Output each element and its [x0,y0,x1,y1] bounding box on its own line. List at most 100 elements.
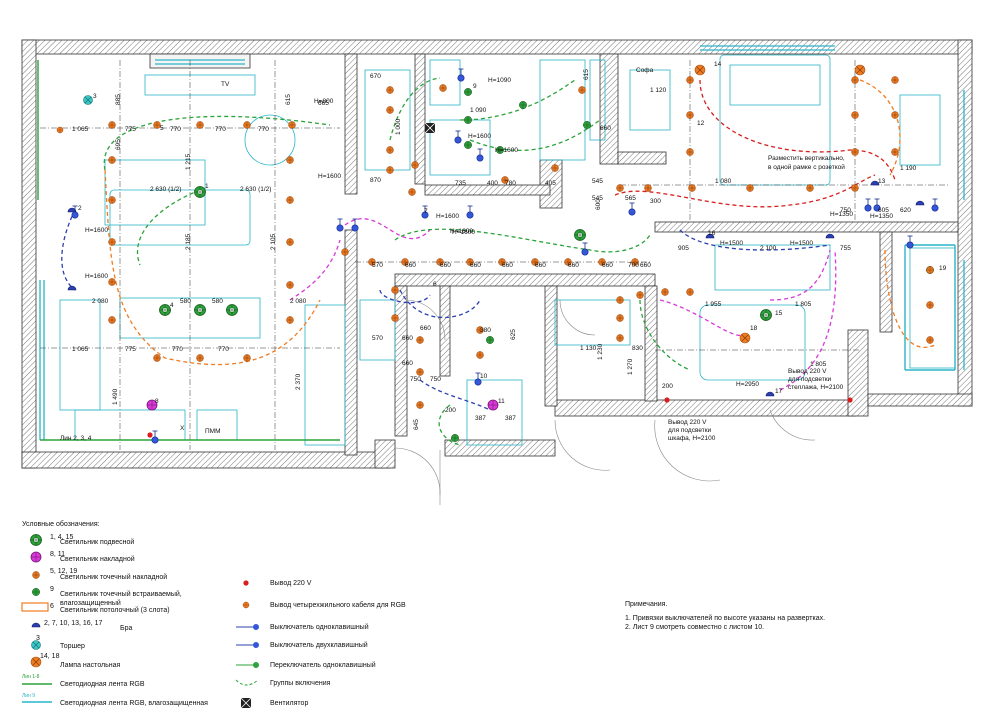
spot-light [196,121,204,129]
dim-labels-item: 387 [505,415,516,422]
dim-labels-item: 605 [878,207,889,214]
legend-num-2: 8, 11 [50,551,66,558]
dim-labels-item: 1 080 [715,178,732,185]
heights-labels-item: H=1600 [436,213,459,220]
spot-light [286,281,294,289]
spot-light [286,156,294,164]
spot-light [746,184,754,192]
pmm-label: ПММ [205,428,221,435]
dim-labels-item: 735 [455,180,466,187]
heights-labels-item: H=2950 [736,381,759,388]
fix-nums-item: 8 [155,398,159,405]
fix-nums-item: 14 [714,61,722,68]
strip-label: Лин 2, 3, 4 [60,435,92,442]
fix-nums-item: 12 [697,120,705,127]
spot-light [616,184,624,192]
fix-nums-item: 4 [170,302,174,309]
spot-light [108,278,116,286]
heights-labels-item: H=1500 [790,240,813,247]
spot-light [288,121,296,129]
spot-light [243,121,251,129]
dim-labels-item: 885 [115,94,122,105]
dim-labels-item: 645 [413,419,420,430]
fix-nums-item: 17 [775,388,783,395]
outlet-note-1c: шкафа, H=2100 [668,435,716,442]
spot-light [153,354,161,362]
legend-label-4: Светильник точечный встраиваемый, влагоз… [60,591,182,607]
spot-light [108,316,116,324]
spot-light [578,86,586,94]
heights-labels-item: H=1600 [450,228,473,235]
spot-light [416,368,424,376]
spot-light [386,166,394,174]
switch [454,130,462,144]
x-label: Х [180,425,185,432]
switch [457,68,465,82]
dim-labels-item: 660 [502,262,513,269]
spot-light [851,76,859,84]
legend2-outlet: Вывод 220 V [270,580,312,587]
dim-labels-item: 770 [218,346,229,353]
dim-labels-item: 300 [650,198,661,205]
surface-light [487,399,499,411]
dim-labels-item: 200 [662,383,673,390]
heights-labels-item: H=800 [314,98,334,105]
dim-labels-item: 665 [318,100,329,107]
spot-light [196,354,204,362]
legend-title: Условные обозначения: [22,521,100,528]
spot-light [926,266,934,274]
spot-light [616,314,624,322]
fix-nums-item: 16 [708,230,716,237]
dim-labels-item: 570 [372,335,383,342]
fix-nums-item: 18 [750,325,758,332]
spot-light [891,148,899,156]
spot-light [891,76,899,84]
dim-labels-item: 625 [510,329,517,340]
heights-labels-item: H=1600 [468,133,491,140]
dim-labels-item: 660 [420,325,431,332]
dim-labels-item: 1 490 [112,388,119,405]
switch [628,202,636,216]
dim-labels-item: 2 080 [290,298,307,305]
outlet-220 [147,432,153,438]
spot-light [851,148,859,156]
dim-labels-item: 750 [430,376,441,383]
dim-labels-item: 770 [170,126,181,133]
heights-labels-item: H=1350 [830,211,853,218]
legend-label-10: Светодиодная лента RGB, влагозащищенная [60,700,208,707]
dim-labels-item: 770 [172,346,183,353]
spot-light [108,121,116,129]
spot-light [391,314,399,322]
spot-light [616,296,624,304]
notes-line-1: 1. Привязки выключателей по высоте указа… [625,615,826,622]
dim-labels-item: 660 [402,335,413,342]
outlet-note-2a: Вывод 220 V [788,368,827,375]
fix-nums-item: 3 [93,93,97,100]
dim-labels-item: 1 065 [72,126,89,133]
legend2-groups: Группы включения [270,680,331,687]
dim-labels-item: 545 [592,178,603,185]
led-strips [37,60,956,441]
dim-labels-item: 750 [410,376,421,383]
legend-label-3: Светильник точечный накладной [60,574,168,581]
fix-nums-item: 7 [424,208,428,215]
dim-labels-item: 1 805 [795,301,812,308]
switch [906,235,914,249]
dim-labels-item: 380 [480,327,491,334]
legend-num-3: 5, 12, 19 [50,568,78,575]
dim-labels-item: 2 100 [760,245,777,252]
wall-sconce [825,233,835,239]
dim-labels-item: 670 [370,73,381,80]
spot-light [439,84,447,92]
switch [151,430,159,444]
dim-labels-item: 545 [592,195,603,202]
outlet-note-2b: для подсветки [788,376,832,383]
spot-light [108,156,116,164]
legend-label-9: Светодиодная лента RGB [60,681,145,688]
heights-labels-item: H=1350 [870,213,893,220]
switch [336,218,344,232]
spot-light [644,184,652,192]
dim-labels-item: 1 215 [185,153,192,170]
